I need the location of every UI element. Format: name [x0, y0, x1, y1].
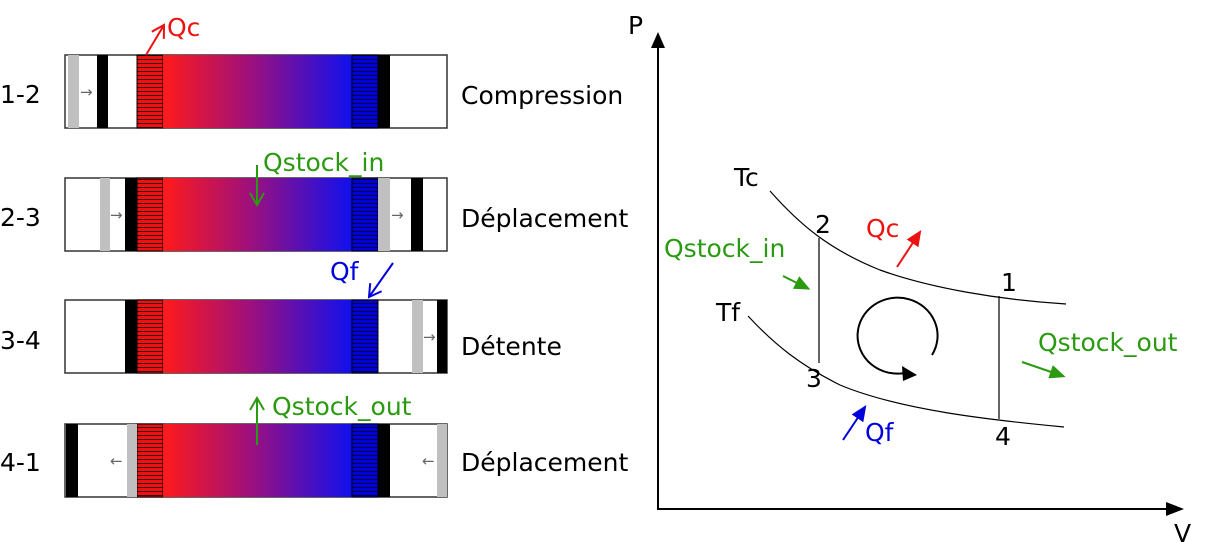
point-label-2: 2 [815, 210, 831, 239]
pv-label-qf: Qf [865, 418, 895, 447]
p-axis-arrowhead [651, 32, 665, 48]
power-piston [411, 178, 423, 251]
cylinder-stage-1: → [64, 54, 448, 129]
cylinder-label-qstock-in: Qstock_in [263, 148, 384, 177]
hot-exchanger [136, 299, 164, 374]
pv-arrow-qstock-in [782, 275, 811, 290]
cold-exchanger [351, 177, 379, 252]
hot-exchanger [136, 54, 164, 129]
motion-arrow: ← [110, 452, 123, 470]
pv-arrow-qstock-out [1021, 361, 1066, 379]
stage-label: 4-1 [0, 448, 41, 477]
power-piston [437, 300, 447, 373]
displacer [127, 424, 137, 497]
point-label-3: 3 [806, 364, 822, 393]
hot-exchanger [136, 423, 164, 498]
displacer [68, 55, 79, 128]
isotherm-cold [747, 315, 1065, 428]
pv-arrow-qc [896, 229, 922, 268]
motion-arrow: → [391, 206, 404, 224]
axis-label-v: V [1174, 519, 1191, 542]
point-label-4: 4 [995, 422, 1011, 451]
pv-label-qc: Qc [866, 214, 899, 243]
cold-exchanger [351, 54, 379, 129]
cylinder-label-qstock-out: Qstock_out [272, 392, 412, 421]
axis-label-p: P [628, 11, 643, 40]
power-piston [378, 424, 390, 497]
motion-arrow: → [110, 206, 123, 224]
cylinder-label-qc: Qc [167, 13, 200, 42]
heat-arrow-qc [145, 23, 166, 56]
stage-name: Détente [461, 332, 562, 361]
motion-arrow: → [423, 328, 436, 346]
displacer [412, 300, 423, 373]
isotherm-label-tf: Tf [715, 298, 741, 327]
stage-label: 3-4 [0, 326, 41, 355]
cycle-direction-arc [856, 296, 939, 375]
cycle-direction-arrowhead [902, 366, 917, 381]
pv-diagram: P V Tc Tf 1 2 3 4 Qc Qf Qstock_in Qstock… [628, 11, 1191, 542]
power-piston [378, 55, 390, 128]
displacer [378, 178, 390, 251]
hot-exchanger [136, 177, 164, 252]
stage-label: 1-2 [0, 80, 41, 109]
cold-exchanger [351, 299, 379, 374]
power-piston [125, 300, 137, 373]
v-axis-arrowhead [1166, 502, 1184, 516]
displacer [100, 178, 110, 251]
power-piston [97, 55, 108, 128]
stage-name: Déplacement [461, 448, 628, 477]
cylinder-stage-3: → [64, 299, 448, 374]
point-label-1: 1 [1001, 268, 1017, 297]
heat-arrow-qf [367, 262, 394, 299]
pv-arrow-qf [842, 405, 867, 441]
motion-arrow: → [80, 83, 93, 101]
regenerator [163, 300, 352, 373]
motion-arrow: ← [422, 452, 435, 470]
cold-exchanger [351, 423, 379, 498]
stage-name: Déplacement [461, 204, 628, 233]
isotherm-hot [769, 190, 1067, 305]
pv-label-qstock-in: Qstock_in [664, 234, 785, 263]
stage-name: Compression [461, 81, 623, 110]
power-piston [125, 178, 137, 251]
regenerator [163, 55, 352, 128]
pv-label-qstock-out: Qstock_out [1038, 328, 1178, 357]
stage-label: 2-3 [0, 203, 41, 232]
cylinder-label-qf: Qf [330, 257, 360, 286]
power-piston [66, 424, 78, 497]
isotherm-label-tc: Tc [733, 163, 759, 192]
displacer [437, 424, 447, 497]
